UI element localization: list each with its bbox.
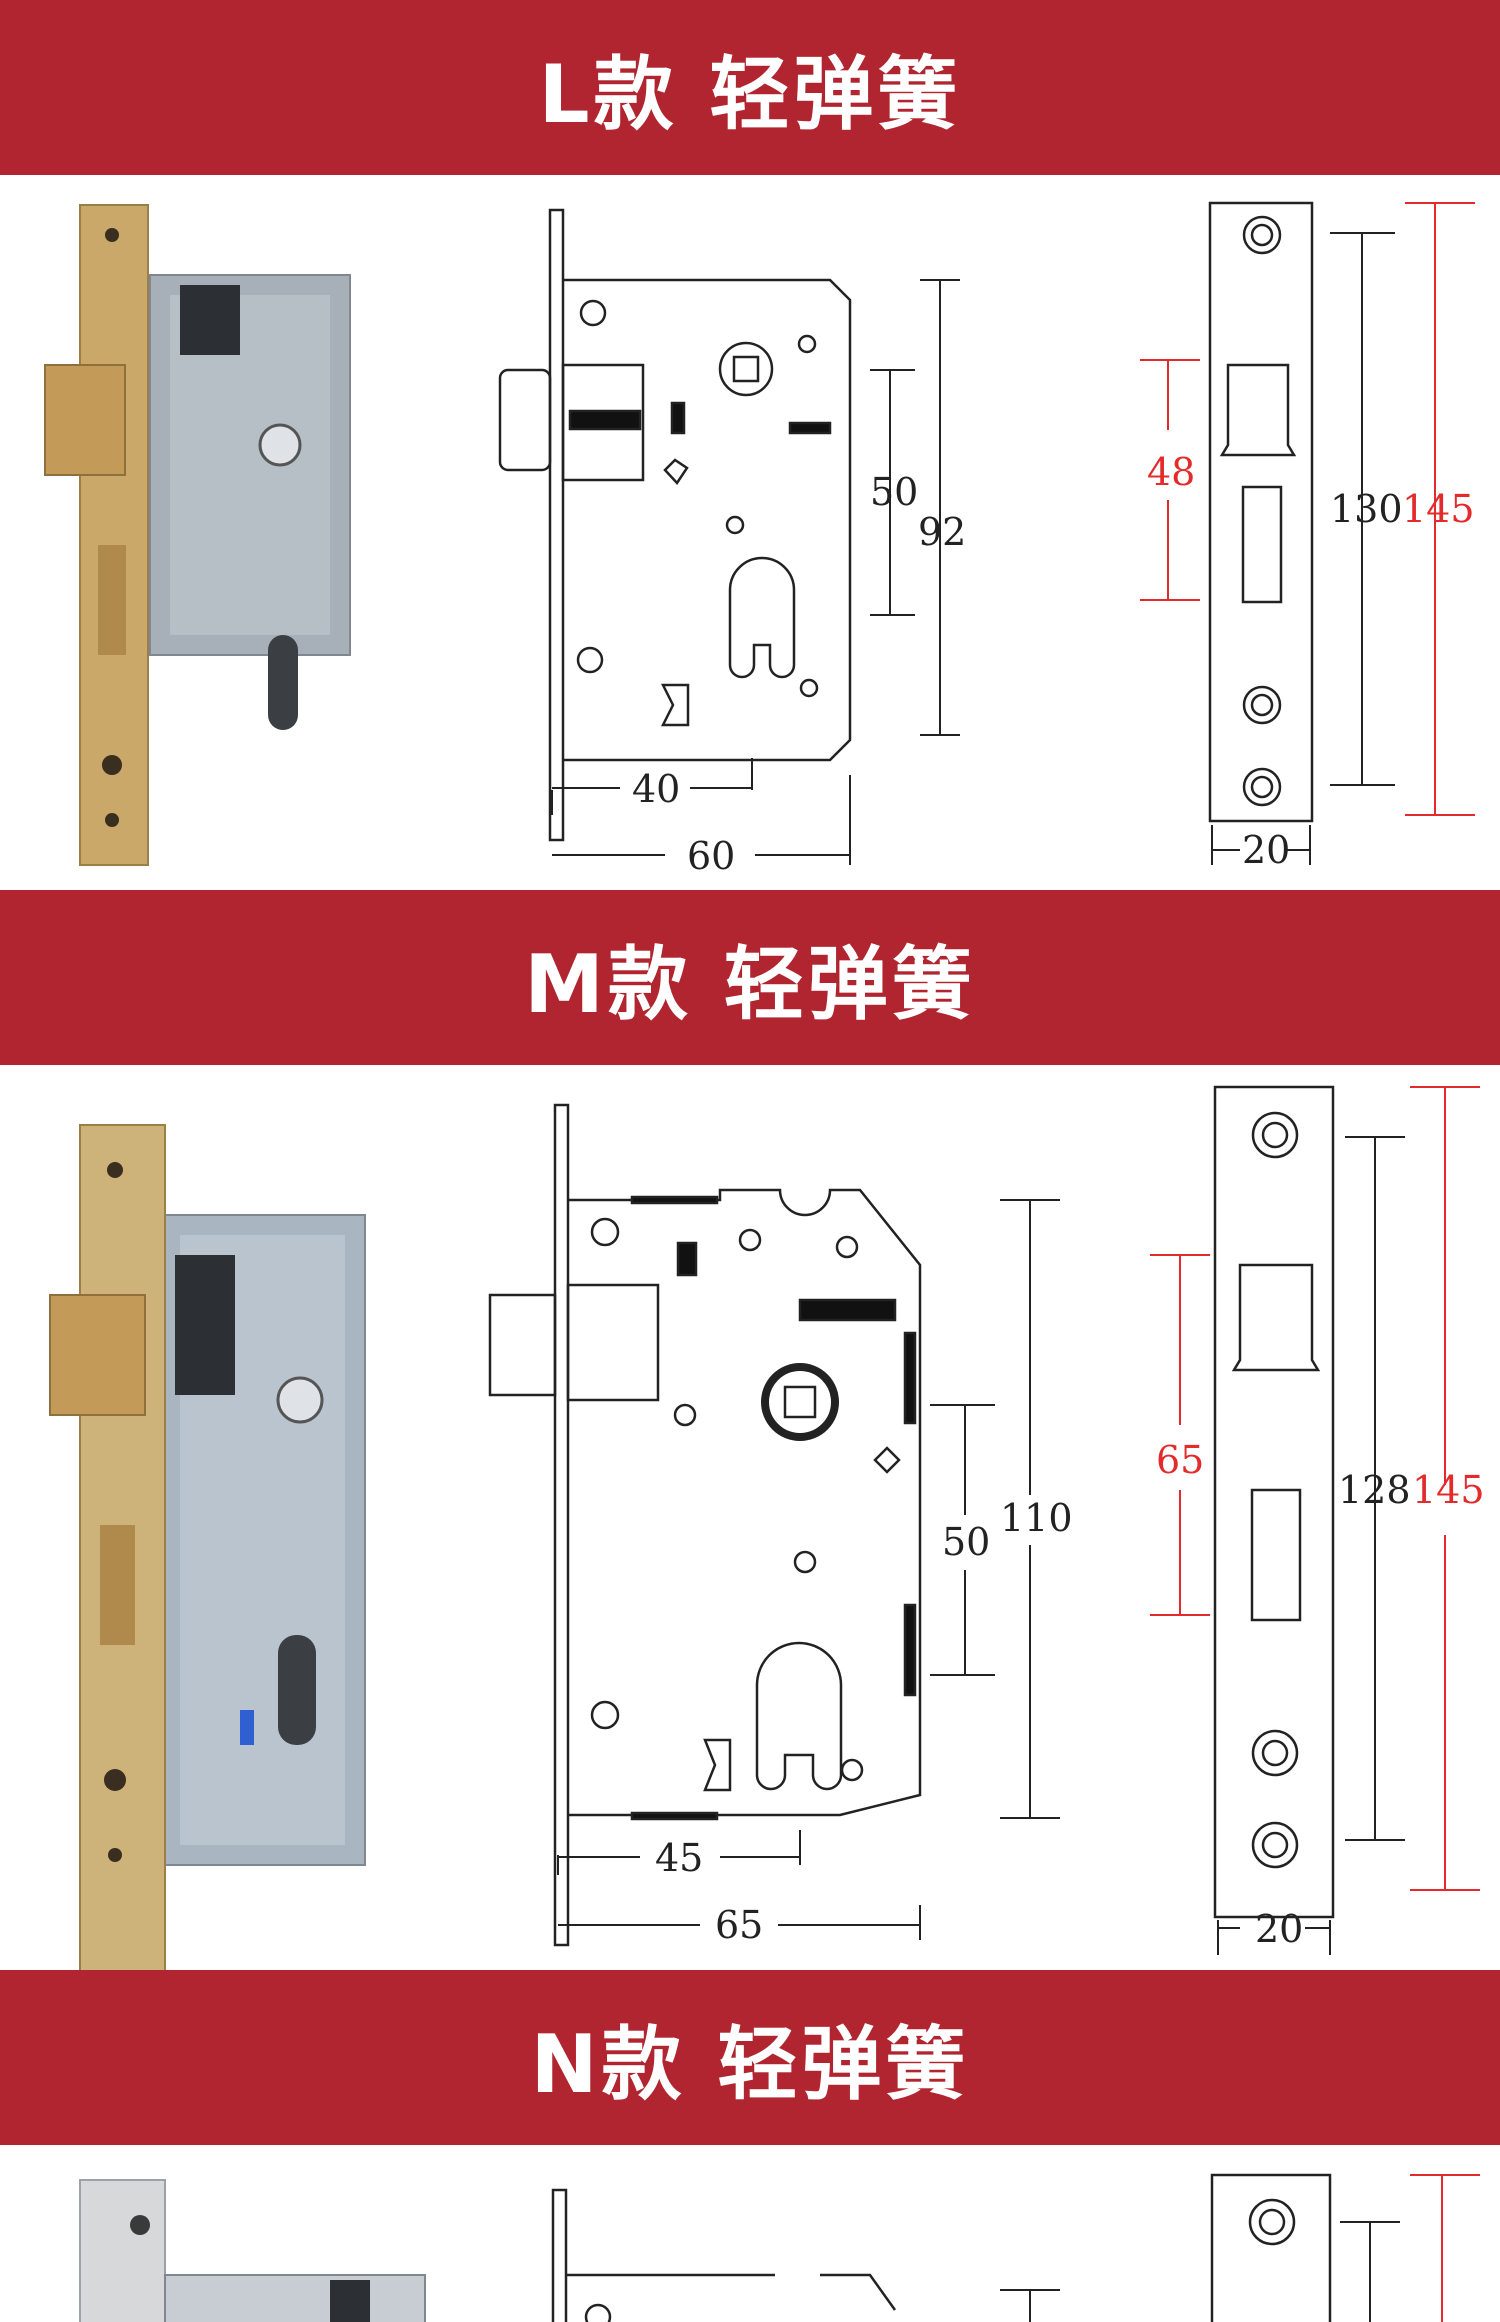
lock-n-face-red-lines [1410, 2174, 1480, 2322]
section-header-l: L款 轻弹簧 [0, 0, 1500, 175]
lock-l-drawings: 50 92 40 60 [44, 201, 1475, 878]
dim-width-total: 60 [687, 834, 735, 878]
dim-height-inner: 50 [870, 470, 918, 514]
dim-width-inner: 40 [632, 767, 680, 811]
section-header-m: M款 轻弹簧 [0, 890, 1500, 1065]
section-n-content [0, 2145, 1500, 2322]
lock-m-photo [49, 1124, 366, 1986]
lock-m-face-red-lines [1150, 1086, 1480, 1891]
lock-n-photo [79, 2179, 426, 2322]
lock-l-faceplate-drawing [1208, 201, 1314, 823]
lock-n-side-drawing [551, 2188, 1060, 2322]
dim-face-c: 145 [1412, 1468, 1485, 1512]
lock-l-side-dim-lines [551, 279, 960, 865]
section-title: N款 轻弹簧 [530, 2017, 970, 2111]
dim-height-total: 92 [918, 510, 966, 554]
dim-face-w: 20 [1242, 828, 1290, 872]
dim-face-a: 48 [1147, 450, 1195, 494]
dim-width-inner: 45 [655, 1836, 703, 1880]
lock-l-face-dim-lines [1211, 232, 1395, 865]
section-title: L款 轻弹簧 [538, 47, 962, 141]
section-l-content: 50 92 40 60 [0, 175, 1500, 890]
lock-n-faceplate-drawing [1210, 2173, 1400, 2322]
lock-m-faceplate-drawing [1213, 1085, 1335, 1919]
dim-height-inner: 50 [942, 1520, 990, 1564]
section-m-content: 50 110 45 65 [0, 1065, 1500, 1986]
dim-width-total: 65 [715, 1903, 763, 1947]
lock-l-photo [44, 204, 351, 866]
dim-face-a: 65 [1156, 1438, 1204, 1482]
lock-n-drawings [79, 2173, 1480, 2322]
lock-l-side-drawing [498, 208, 852, 842]
lock-m-side-drawing [488, 1103, 922, 1947]
lock-m-side-dim-lines [557, 1199, 1060, 1940]
lock-m-face-dim-lines [1217, 1136, 1405, 1955]
section-header-n: N款 轻弹簧 [0, 1970, 1500, 2145]
dim-face-c: 145 [1402, 487, 1475, 531]
lock-m-drawings: 50 110 45 65 [49, 1085, 1485, 1986]
dim-face-b: 130 [1330, 487, 1403, 531]
lock-l-face-red-lines [1140, 202, 1475, 816]
dim-face-b: 128 [1338, 1468, 1411, 1512]
dim-height-total: 110 [1000, 1496, 1073, 1540]
section-title: M款 轻弹簧 [524, 937, 976, 1031]
dim-face-w: 20 [1255, 1907, 1303, 1951]
